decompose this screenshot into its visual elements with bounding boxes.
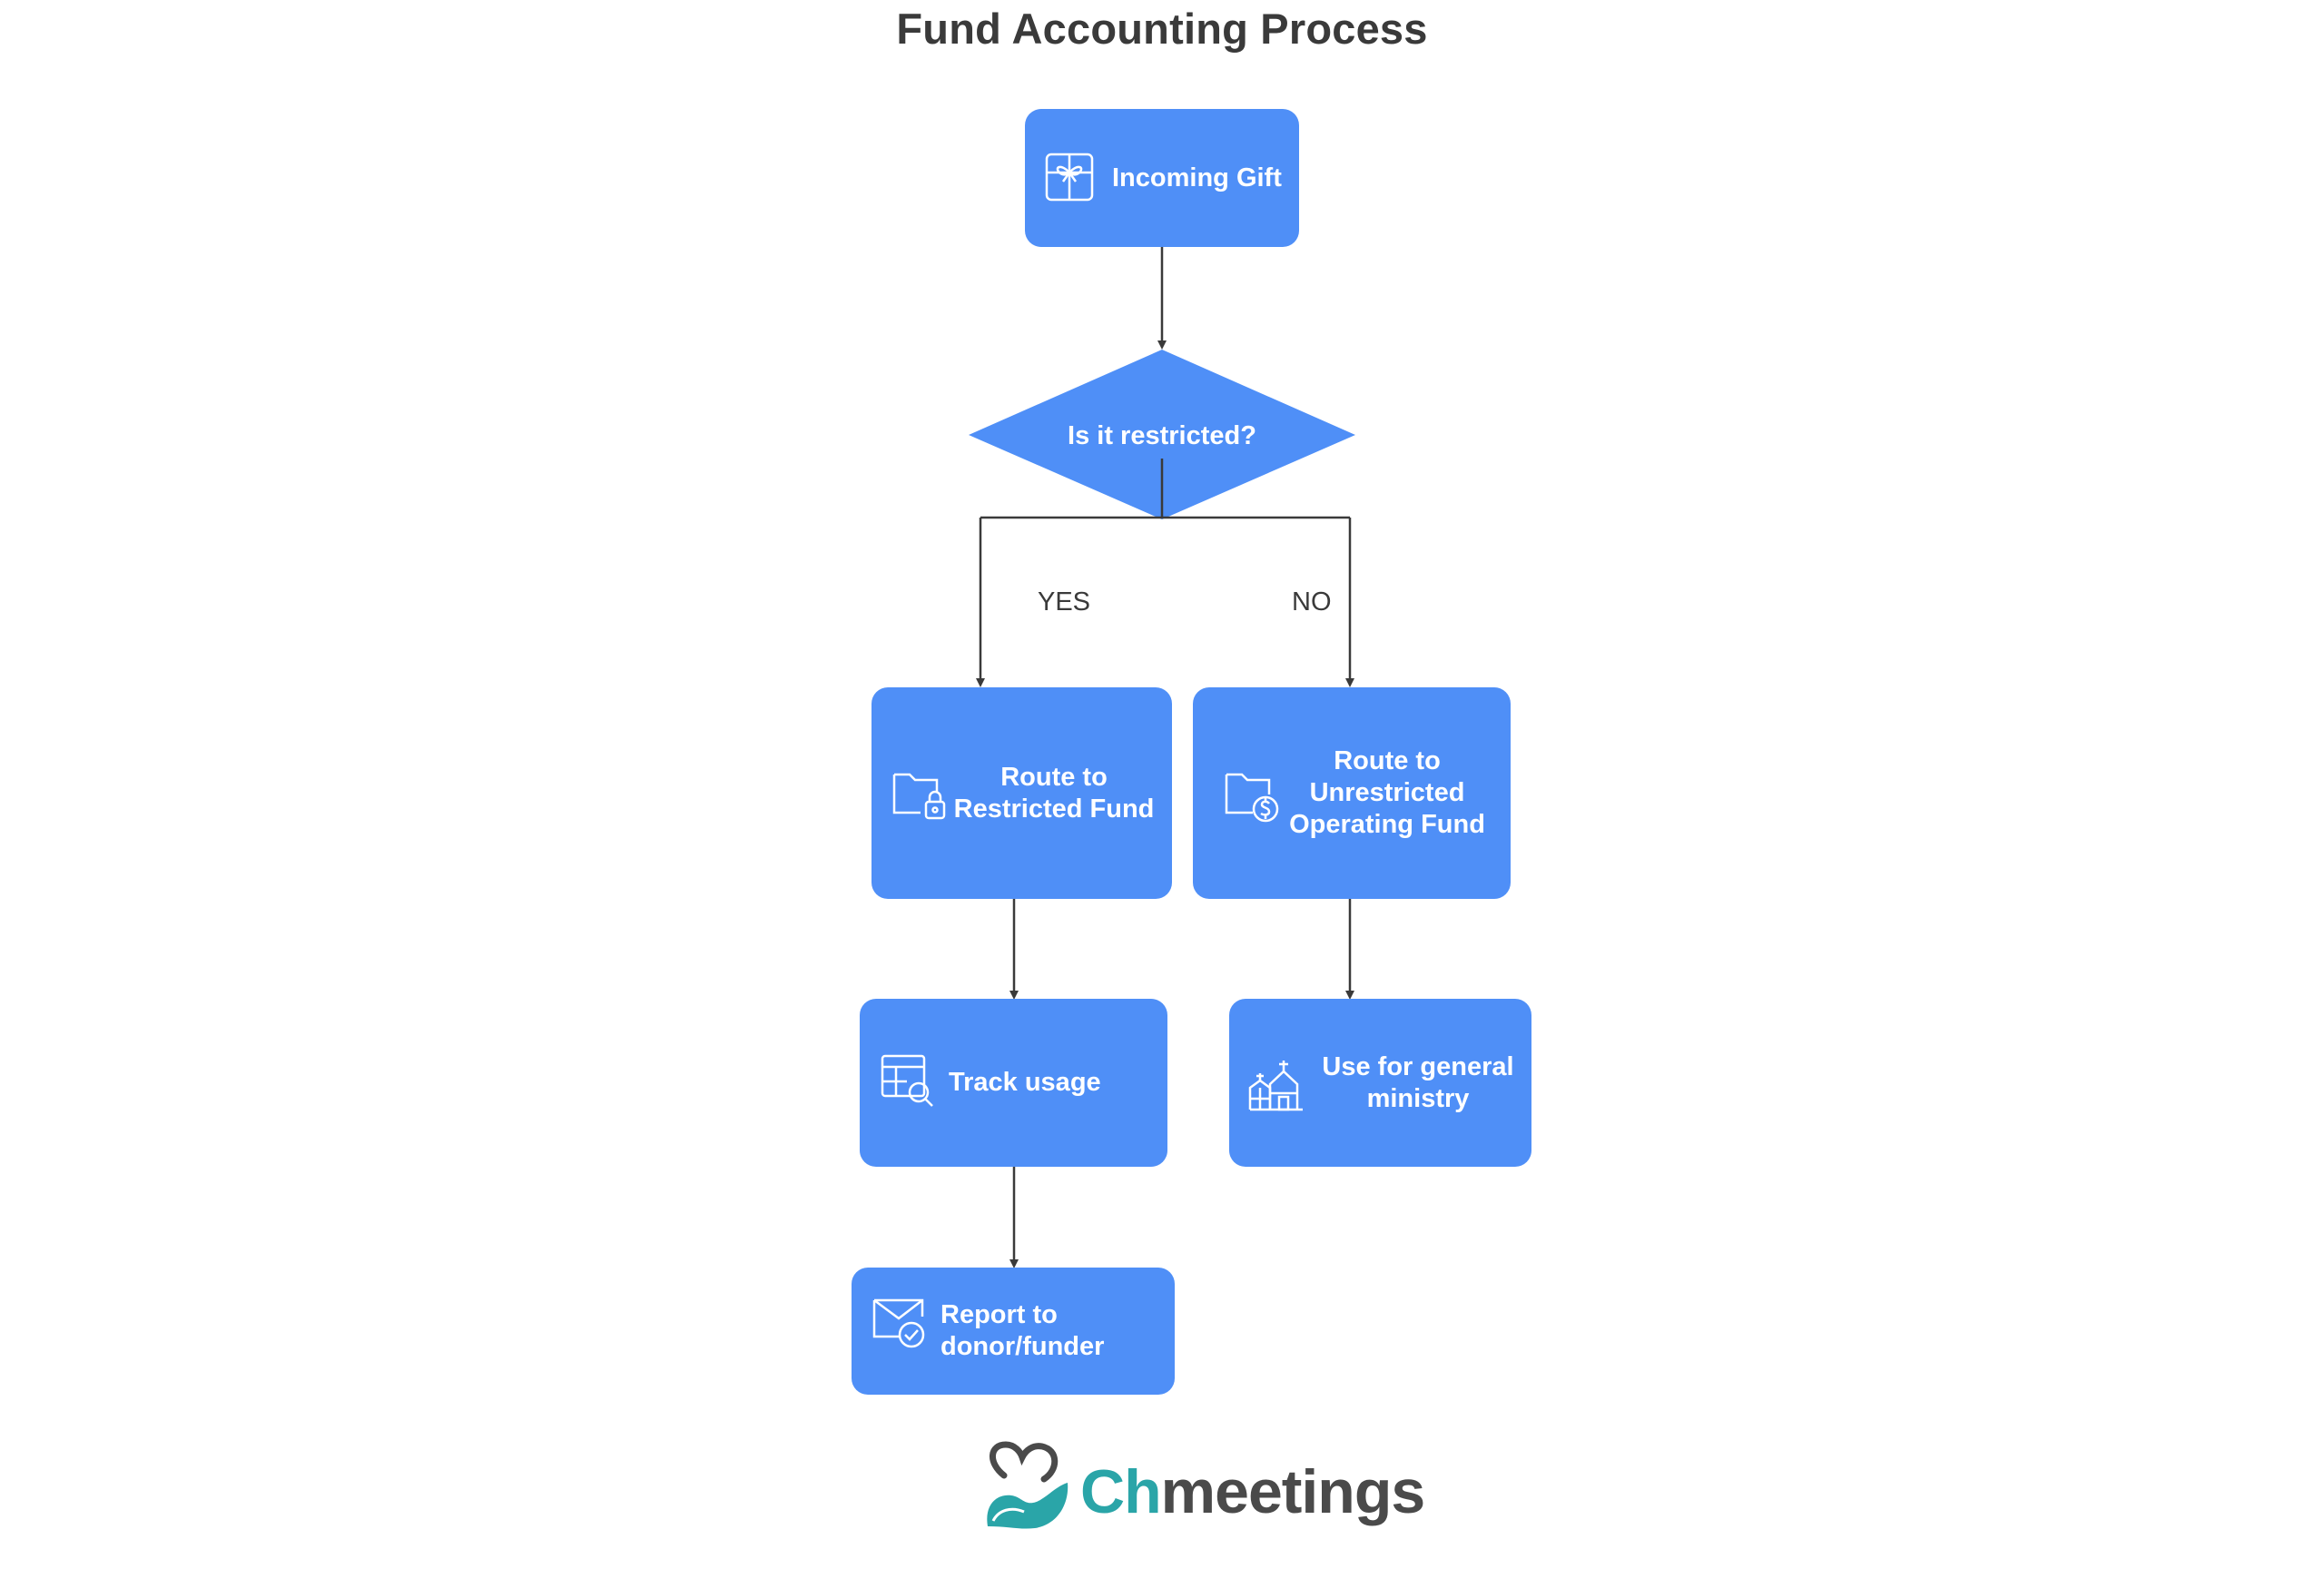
logo-hands-heart-icon — [987, 1441, 1068, 1529]
mail-check-icon — [872, 1295, 928, 1349]
node-report: Report to donor/funder — [852, 1268, 1175, 1395]
church-icon — [1247, 1057, 1305, 1113]
logo-wordmark: Chmeetings — [1080, 1457, 1425, 1526]
node-label: Route to Restricted Fund — [953, 762, 1155, 824]
node-label: Route to Unrestricted Operating Fund — [1289, 746, 1485, 839]
node-general-ministry: Use for general ministry — [1229, 999, 1531, 1167]
decision-diamond — [969, 350, 1355, 519]
folder-dollar-icon — [1224, 767, 1280, 824]
node-incoming-gift: Incoming Gift — [1025, 109, 1299, 247]
node-label: Incoming Gift — [1112, 163, 1282, 192]
table-search-icon — [880, 1053, 936, 1110]
branch-label-no: NO — [1292, 587, 1332, 617]
gift-icon — [1043, 151, 1096, 203]
decision-label: Is it restricted? — [1068, 420, 1256, 450]
node-label: Report to donor/funder — [940, 1300, 1105, 1361]
node-restricted-fund: Route to Restricted Fund — [872, 687, 1172, 899]
node-label: Track usage — [949, 1068, 1101, 1097]
node-unrestricted-fund: Route to Unrestricted Operating Fund — [1193, 687, 1511, 899]
folder-lock-icon — [891, 767, 948, 822]
node-track-usage: Track usage — [860, 999, 1167, 1167]
chmeetings-logo: Chmeetings — [980, 1439, 1425, 1539]
node-label: Use for general ministry — [1322, 1051, 1514, 1113]
diagram-title: Fund Accounting Process — [896, 5, 1428, 53]
branch-label-yes: YES — [1038, 587, 1091, 617]
